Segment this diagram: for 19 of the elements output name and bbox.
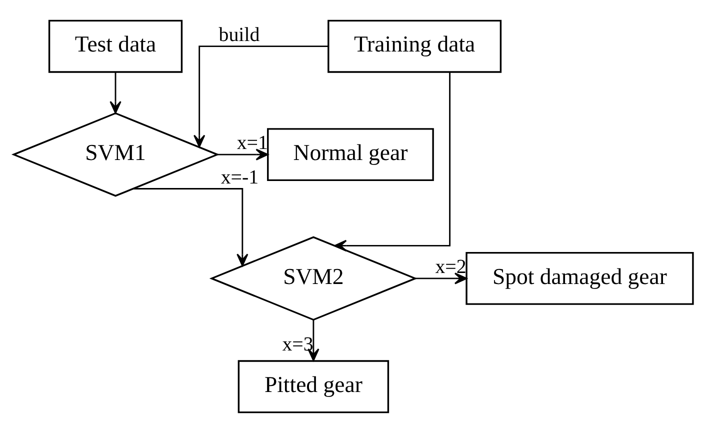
node-box: Normal gear [267, 128, 434, 181]
arrow [308, 319, 320, 361]
node-box: Pitted gear [238, 360, 390, 413]
arrow [334, 72, 451, 252]
edge-label: x=1 [236, 132, 268, 154]
edge-label: x=3 [282, 332, 314, 355]
arrow [415, 272, 468, 284]
edge-label: build [218, 23, 260, 46]
arrow [133, 188, 248, 266]
arrow [110, 71, 122, 114]
arrow [194, 45, 328, 147]
node-box: Spot damaged gear [466, 251, 694, 304]
node-box: Training data [328, 19, 502, 72]
node-diamond: SVM2 [209, 236, 418, 320]
arrow [217, 148, 268, 160]
edge-label: x=2 [435, 256, 466, 278]
node-box: Test data [48, 19, 183, 72]
edge-label: x=-1 [220, 166, 259, 188]
node-diamond: SVM1 [11, 112, 220, 196]
